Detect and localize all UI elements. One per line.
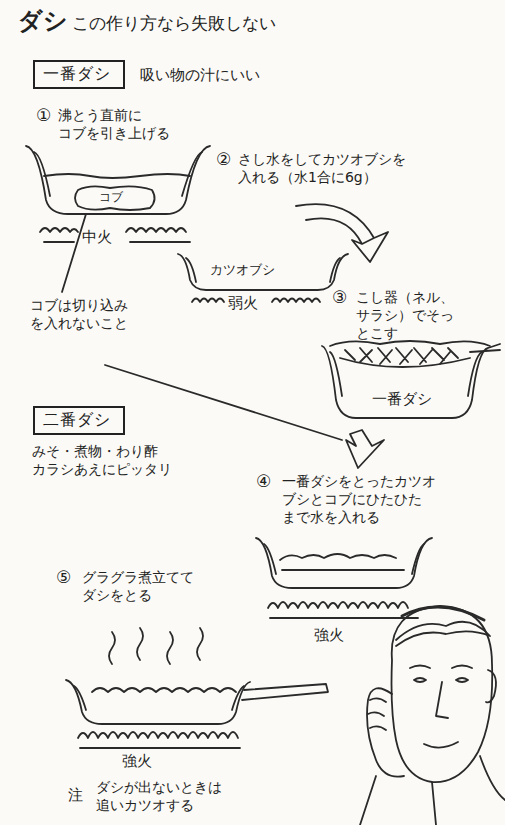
- note-text: さし水をしてカツオブシを 入れる（水1合に6g）: [238, 150, 418, 186]
- cloth-net: [345, 348, 458, 364]
- pot-inner: [74, 686, 244, 710]
- callout-number: 注: [68, 786, 83, 806]
- callout-number: ②: [216, 148, 231, 170]
- man-figure: [360, 606, 505, 825]
- note-text: みそ・煮物・わり酢 カラシあえにピッタリ: [32, 442, 182, 478]
- note-text: 吸い物の汁にいい: [140, 66, 260, 86]
- note-text: 強火: [122, 752, 152, 772]
- section-box: 一番ダシ: [33, 60, 125, 89]
- water: [44, 174, 190, 178]
- callout-number: ③: [332, 286, 347, 308]
- flame: [78, 732, 240, 748]
- note-text: こし器（ネル、 サラシ）でそっ とこす: [356, 288, 466, 343]
- callout-number: ④: [256, 470, 271, 492]
- note-text: 弱火: [228, 294, 258, 314]
- pot-handle: [242, 684, 328, 700]
- divider-line: [105, 365, 342, 440]
- steam: [109, 628, 203, 664]
- note-text: コブ: [99, 190, 123, 206]
- note-text: 沸とう直前に コブを引き上げる: [58, 106, 183, 142]
- callout-number: ⑤: [56, 566, 71, 588]
- kombu: [75, 186, 155, 210]
- section-box: 二番ダシ: [33, 406, 125, 435]
- note-text: この作り方なら失敗しない: [72, 12, 276, 34]
- note-text: 一番ダシをとったカツオ ブシとコブにひたひた まで水を入れる: [282, 472, 450, 527]
- pot-inner: [264, 544, 424, 574]
- pot: [66, 680, 250, 724]
- pot: [178, 254, 348, 290]
- callout-number: ①: [36, 104, 51, 126]
- note-text: 強火: [314, 626, 344, 646]
- leader-line: [62, 214, 86, 292]
- flame: [44, 241, 190, 243]
- note-text: 中火: [82, 228, 112, 248]
- pot: [26, 146, 210, 214]
- arrowhead: [352, 232, 388, 262]
- bubbles: [92, 688, 236, 692]
- pot: [256, 538, 432, 588]
- strainer-pot: [322, 344, 500, 418]
- pot-handle: [470, 350, 500, 352]
- note-text: コブは切り込み を入れないこと: [30, 296, 140, 332]
- contents: [280, 554, 404, 570]
- flame: [268, 602, 418, 618]
- pot-inner: [34, 152, 202, 196]
- flame: [40, 228, 186, 232]
- section-heading: 二番ダシ: [43, 410, 111, 429]
- note-text: カツオブシ: [210, 262, 275, 279]
- section-heading: 一番ダシ: [43, 64, 111, 83]
- note-text: ダシが出ないときは 追いカツオする: [96, 778, 231, 814]
- note-text: 一番ダシ: [372, 390, 432, 410]
- title: ダシ: [18, 6, 68, 37]
- pot-inner: [186, 258, 340, 282]
- note-text: グラグラ煮立てて ダシをとる: [82, 568, 207, 604]
- cloth: [330, 341, 490, 367]
- down-arrow: [346, 430, 384, 468]
